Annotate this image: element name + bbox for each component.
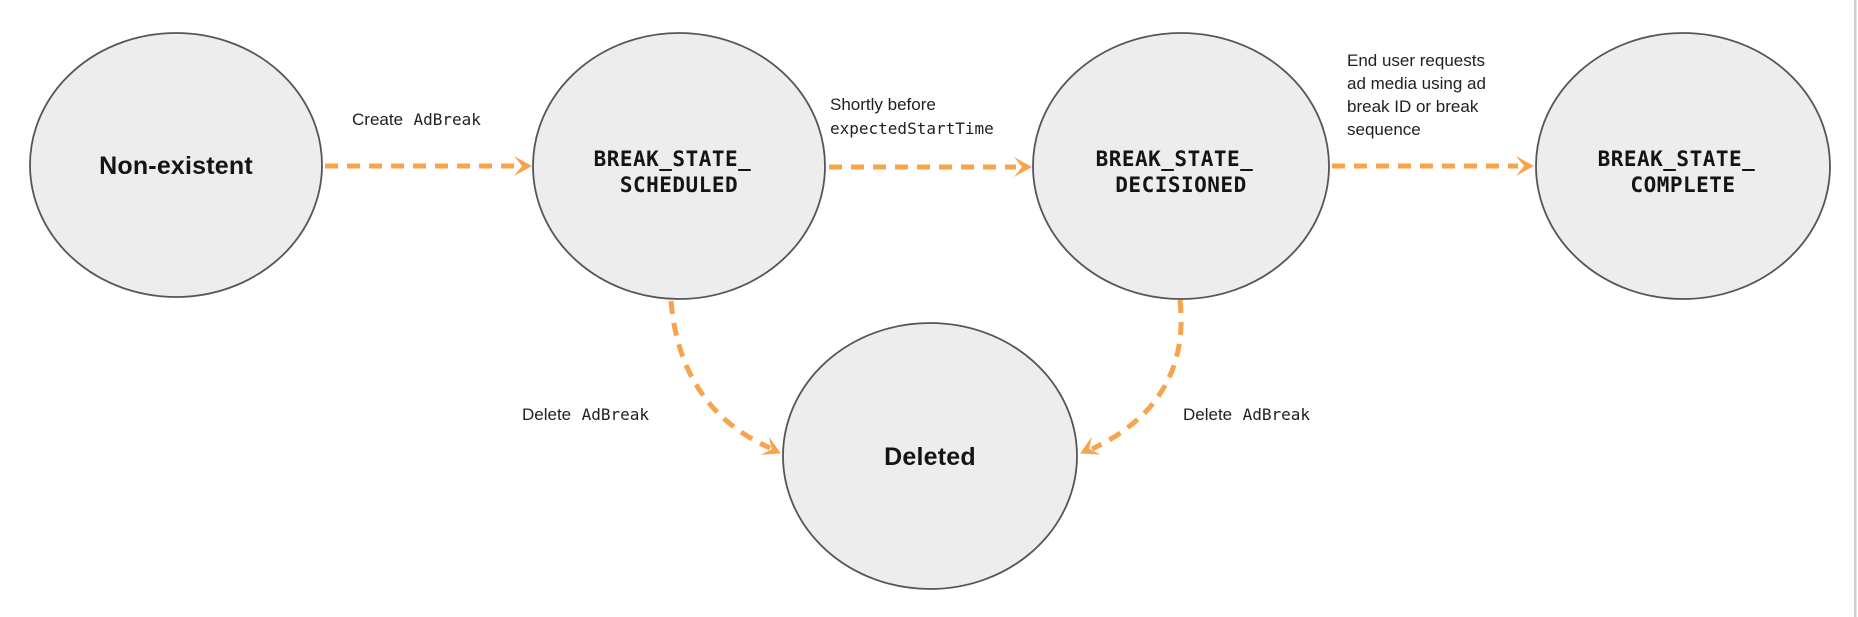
state-label-complete-line1: BREAK_STATE_ [1598, 147, 1756, 171]
transition-delete-right-label-text: Delete [1183, 405, 1232, 424]
state-node-break-state-scheduled: BREAK_STATE_ SCHEDULED [532, 32, 826, 300]
transition-delete-adbreak-right: Delete AdBreak [1080, 299, 1310, 455]
transition-end-user-label-line3: break ID or break [1347, 97, 1479, 116]
arrowhead-icon [1014, 157, 1032, 177]
transition-end-user-label-line1: End user requests [1347, 51, 1485, 70]
transition-delete-adbreak-left: Delete AdBreak [522, 300, 781, 455]
state-label-break-state-decisioned: BREAK_STATE_ DECISIONED [1096, 147, 1267, 197]
transition-create-adbreak-label: Create AdBreak [352, 110, 481, 129]
transition-create-adbreak-label-text: Create [352, 110, 403, 129]
arrowhead-icon [1080, 436, 1101, 455]
transition-shortly-before: Shortly before expectedStartTime [829, 95, 1032, 177]
state-circle-non-existent [29, 32, 323, 298]
state-circle-break-state-decisioned [1032, 32, 1330, 300]
transition-shortly-before-label-line2: expectedStartTime [830, 119, 994, 138]
state-node-non-existent: Non-existent [29, 32, 323, 298]
state-circle-break-state-scheduled [532, 32, 826, 300]
arrowhead-icon [514, 156, 532, 176]
state-label-break-state-complete: BREAK_STATE_ COMPLETE [1598, 147, 1769, 197]
state-label-complete-line2: COMPLETE [1630, 173, 1735, 197]
arrowhead-icon [1516, 156, 1534, 176]
transition-create-adbreak-label-code: AdBreak [413, 110, 481, 129]
state-label-break-state-scheduled: BREAK_STATE_ SCHEDULED [594, 147, 765, 197]
transition-delete-right-curve [1090, 299, 1184, 452]
state-label-decisioned-line1: BREAK_STATE_ [1096, 147, 1254, 171]
state-label-scheduled-line1: BREAK_STATE_ [594, 147, 752, 171]
transition-create-adbreak: Create AdBreak [325, 110, 532, 176]
transition-delete-left-label: Delete AdBreak [522, 405, 649, 424]
pane-edge-divider [1854, 0, 1857, 617]
transition-delete-right-label: Delete AdBreak [1183, 405, 1310, 424]
transition-delete-right-label-code: AdBreak [1243, 405, 1311, 424]
state-label-deleted: Deleted [884, 443, 976, 471]
state-node-deleted: Deleted [782, 322, 1078, 590]
state-label-decisioned-line2: DECISIONED [1115, 173, 1246, 197]
state-label-non-existent: Non-existent [99, 152, 253, 180]
arrowhead-icon [760, 436, 781, 455]
transition-shortly-before-label-line1: Shortly before [830, 95, 936, 114]
transition-end-user-requests: End user requests ad media using ad brea… [1332, 51, 1534, 176]
transition-end-user-label-line4: sequence [1347, 120, 1421, 139]
state-circle-deleted [782, 322, 1078, 590]
transition-end-user-label-line2: ad media using ad [1347, 74, 1486, 93]
state-circle-break-state-complete [1535, 32, 1831, 300]
state-node-break-state-decisioned: BREAK_STATE_ DECISIONED [1032, 32, 1330, 300]
transition-delete-left-label-code: AdBreak [582, 405, 650, 424]
transition-delete-left-curve [668, 300, 772, 451]
transition-delete-left-label-text: Delete [522, 405, 571, 424]
state-label-scheduled-line2: SCHEDULED [620, 173, 738, 197]
state-node-break-state-complete: BREAK_STATE_ COMPLETE [1535, 32, 1831, 300]
